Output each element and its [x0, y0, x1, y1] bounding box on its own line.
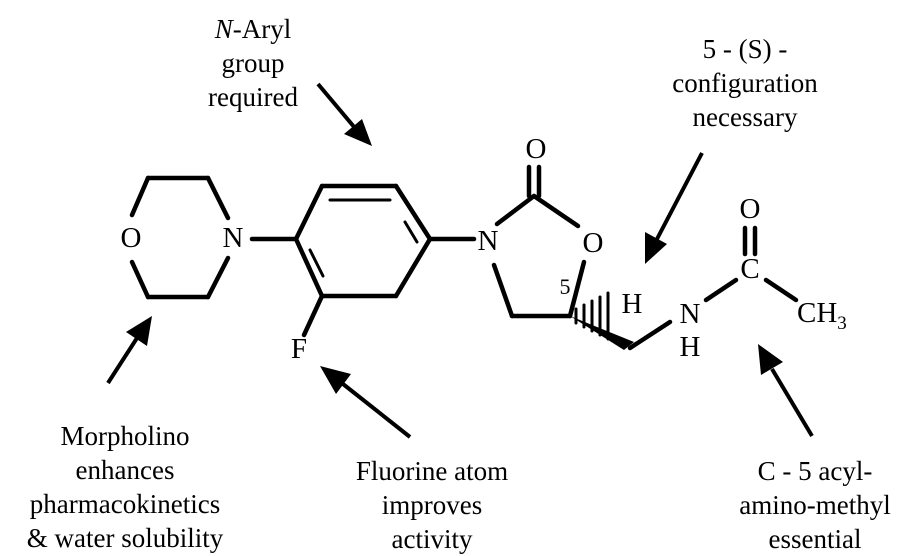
n-aryl-line-3: required	[208, 82, 298, 112]
annotation-fluorine: Fluorine atom improves activity	[356, 456, 508, 554]
morpholine-oxygen-label: O	[121, 222, 142, 254]
annotation-n-aryl: N-Aryl group required	[208, 14, 298, 112]
configuration-line-3: necessary	[693, 102, 798, 132]
configuration-line-2: configuration	[672, 68, 818, 98]
acyl-oxygen-label: O	[740, 193, 761, 225]
arrow-fluorine	[320, 366, 412, 439]
oxazolidinone-nitrogen-label: N	[478, 225, 499, 257]
n-aryl-line-1: N-Aryl	[214, 14, 292, 44]
annotation-acylamino: C - 5 acyl- amino-methyl essential	[739, 456, 890, 554]
fluorine-line-1: Fluorine atom	[356, 456, 508, 486]
annotation-configuration: 5 - (S) - configuration necessary	[672, 34, 818, 132]
morpholine-ring	[129, 175, 231, 300]
methyl-label: CH3	[797, 297, 847, 334]
n-aryl-line-2: group	[222, 48, 285, 78]
arrow-n-aryl	[316, 82, 372, 146]
morpholino-line-3: pharmacokinetics	[30, 489, 220, 519]
morpholino-line-2: enhances	[76, 455, 175, 485]
arrow-acylamino	[758, 344, 814, 438]
n-c-bond	[703, 277, 739, 303]
configuration-line-1: 5 - (S) -	[703, 34, 788, 64]
arrow-configuration	[645, 152, 704, 264]
fluorine-line-3: activity	[392, 524, 473, 554]
acylamino-line-2: amino-methyl	[739, 490, 890, 520]
stereo-solid-wedge	[570, 316, 634, 350]
oxazolidinone-ring	[491, 164, 587, 319]
stereo-hydrogen-label: H	[622, 288, 643, 320]
fluorine-bond	[301, 293, 325, 338]
carbonyl-oxygen-label: O	[526, 133, 547, 165]
morpholine-nitrogen-label: N	[223, 222, 244, 254]
c-ch3-bond	[763, 277, 799, 303]
position-5-label: 5	[560, 274, 571, 299]
phenyl-ring	[293, 183, 433, 299]
amide-hydrogen-label: H	[680, 331, 701, 363]
amide-nitrogen-label: N	[680, 298, 701, 330]
arrow-morpholino	[106, 316, 152, 385]
ring-oxygen-label: O	[583, 227, 604, 259]
fluorine-line-2: improves	[382, 490, 483, 520]
acylamino-line-3: essential	[769, 524, 862, 554]
fluorine-label: F	[291, 333, 307, 365]
acyl-carbon-label: C	[740, 253, 759, 285]
morpholino-line-4: & water solubility	[27, 523, 224, 553]
acylamino-line-1: C - 5 acyl-	[758, 456, 873, 486]
morpholino-line-1: Morpholino	[60, 421, 189, 451]
annotation-morpholino: Morpholino enhances pharmacokinetics & w…	[27, 421, 224, 553]
ch2-n-bond	[627, 319, 673, 351]
